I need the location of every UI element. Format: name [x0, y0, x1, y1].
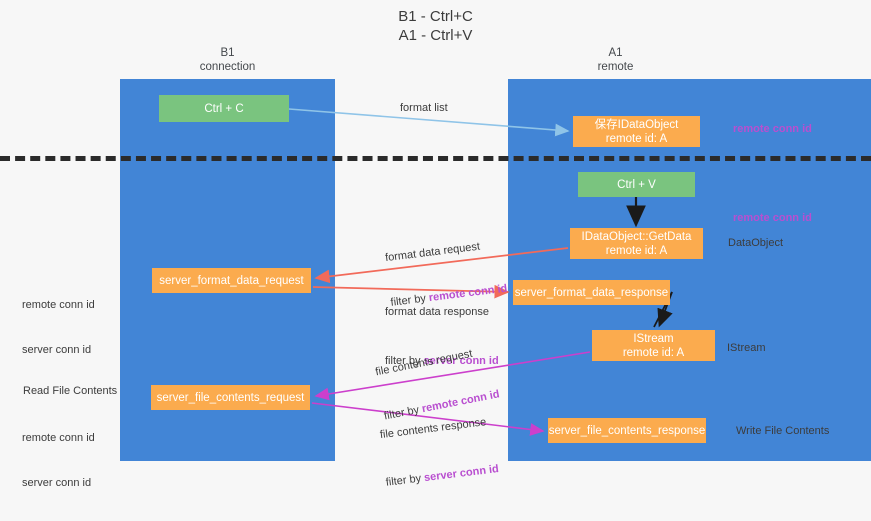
lane-title-a1: A1 remote: [597, 47, 634, 73]
label-ids-file: remote conn id server conn id: [22, 401, 95, 521]
node-ctrl-v[interactable]: Ctrl + V: [578, 172, 695, 197]
node-istream[interactable]: IStream remote id: A: [592, 330, 715, 361]
label-ids-format: remote conn id server conn id: [22, 268, 95, 388]
node-idataobject-getdata[interactable]: IDataObject::GetData remote id: A: [570, 228, 703, 259]
label-format-data-response-text: format data response: [385, 306, 489, 318]
label-format-data-request-text: format data request: [384, 240, 481, 265]
label-remote-conn-id-copy: remote conn id: [733, 123, 812, 135]
lane-title-b1: B1 connection: [199, 47, 256, 73]
label-file-contents-request-text: file contents request: [374, 347, 474, 379]
label-format-list: format list: [400, 102, 448, 114]
node-server-format-data-response[interactable]: server_format_data_response: [513, 280, 670, 305]
server-conn-id-filter: server conn id: [423, 355, 499, 367]
label-format-data-response-filter: filter by server conn id: [385, 354, 499, 369]
filter-by-prefix-4: filter by: [385, 472, 425, 489]
label-dataobject: DataObject: [728, 237, 784, 249]
label-remote-conn-id-left-2: remote conn id: [22, 432, 95, 444]
diagram-canvas: B1 - Ctrl+C A1 - Ctrl+V B1 connection A1…: [0, 8, 871, 489]
server-conn-id-filter-2: server conn id: [423, 463, 500, 485]
node-server-file-contents-response[interactable]: server_file_contents_response: [548, 418, 706, 443]
label-server-conn-id-left-1: server conn id: [22, 344, 92, 356]
label-remote-conn-id-getdata: remote conn id: [733, 212, 812, 224]
label-remote-conn-id-left-1: remote conn id: [22, 299, 95, 311]
label-file-contents-response-text: file contents response: [379, 416, 487, 442]
node-server-format-data-request[interactable]: server_format_data_request: [152, 268, 311, 293]
label-file-contents-response-filter: filter by server conn id: [385, 462, 500, 491]
label-format-data-response: format data response filter by server co…: [385, 275, 499, 399]
phase-divider: [0, 156, 871, 161]
label-write-file-contents: Write File Contents: [736, 425, 830, 437]
node-save-idataobject[interactable]: 保存IDataObject remote id: A: [573, 116, 700, 147]
diagram-title: B1 - Ctrl+C A1 - Ctrl+V: [398, 8, 473, 44]
node-server-file-contents-request[interactable]: server_file_contents_request: [151, 385, 310, 410]
filter-by-prefix-2: filter by: [385, 355, 424, 367]
label-istream: IStream: [727, 342, 766, 354]
label-server-conn-id-left-2: server conn id: [22, 477, 92, 489]
label-read-file-contents: Read File Contents: [23, 385, 118, 397]
node-ctrl-c[interactable]: Ctrl + C: [159, 95, 289, 122]
label-file-contents-response: file contents response filter by server …: [376, 385, 504, 521]
